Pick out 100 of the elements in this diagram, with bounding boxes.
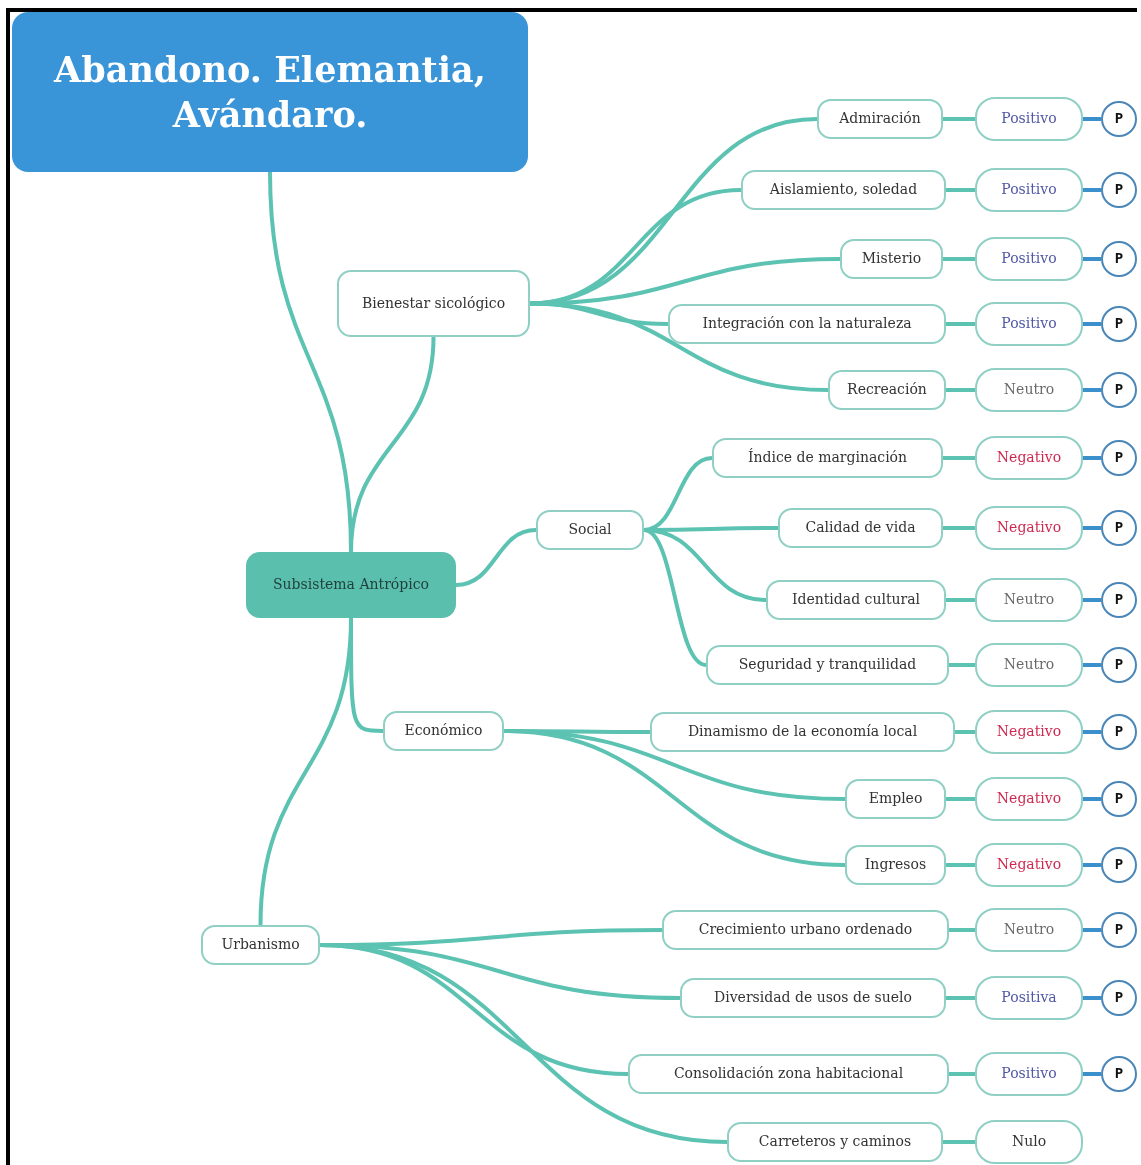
topic-box <box>778 508 943 548</box>
connector <box>949 663 975 667</box>
node-label: Negativo <box>996 856 1062 874</box>
node-label: Negativo <box>996 790 1062 808</box>
node-label: Identidad cultural <box>791 591 921 609</box>
topic-box <box>741 170 946 210</box>
rating-box <box>975 506 1083 550</box>
marker-letter: P <box>1114 790 1124 808</box>
node-label: Misterio <box>861 250 922 268</box>
marker-circle <box>1101 241 1137 277</box>
category-box <box>383 711 504 751</box>
rating-box <box>975 843 1083 887</box>
connector <box>949 928 975 932</box>
topic-box <box>845 845 946 885</box>
connector <box>943 257 975 261</box>
marker-circle <box>1101 582 1137 618</box>
connector <box>946 388 975 392</box>
connector <box>319 943 728 1144</box>
rating-box <box>975 302 1083 346</box>
node-label: Integración con la naturaleza <box>702 315 912 333</box>
connector <box>1083 117 1101 121</box>
central-topic-box <box>246 552 456 618</box>
rating-box <box>975 168 1083 212</box>
topic-box <box>680 978 946 1018</box>
node-label: Nulo <box>1011 1133 1047 1151</box>
topic-box <box>668 304 946 344</box>
marker-circle <box>1101 440 1137 476</box>
node-label: Positiva <box>1001 989 1057 1007</box>
node-label: Positivo <box>1001 181 1057 199</box>
marker-letter: P <box>1114 449 1124 467</box>
topic-box <box>727 1122 943 1162</box>
marker-letter: P <box>1114 723 1124 741</box>
node-label: Positivo <box>1001 1065 1057 1083</box>
marker-letter: P <box>1114 250 1124 268</box>
marker-letter: P <box>1114 110 1124 128</box>
connector <box>1083 1072 1101 1076</box>
node-label: Negativo <box>996 449 1062 467</box>
node-label: Ingresos <box>864 856 927 874</box>
marker-letter: P <box>1114 1065 1124 1083</box>
connector <box>949 1072 975 1076</box>
connector <box>943 456 975 460</box>
rating-box <box>975 97 1083 141</box>
connector <box>943 1140 975 1144</box>
marker-letter: P <box>1114 381 1124 399</box>
marker-circle <box>1101 372 1137 408</box>
node-label: Recreación <box>847 381 927 399</box>
rating-box <box>975 1120 1083 1164</box>
node-label: Índice de marginación <box>747 449 908 467</box>
topic-box <box>828 370 946 410</box>
node-label: Negativo <box>996 723 1062 741</box>
topic-box <box>650 712 955 752</box>
connector <box>946 996 975 1000</box>
marker-letter: P <box>1114 989 1124 1007</box>
node-label: Neutro <box>1003 591 1055 609</box>
connector <box>1083 388 1101 392</box>
marker-letter: P <box>1114 856 1124 874</box>
marker-circle <box>1101 647 1137 683</box>
topic-box <box>662 910 949 950</box>
connector <box>1083 996 1101 1000</box>
topic-box <box>845 779 946 819</box>
rating-box <box>975 643 1083 687</box>
connector <box>1083 598 1101 602</box>
node-label: Aislamiento, soledad <box>769 181 918 199</box>
connector <box>946 598 975 602</box>
rating-box <box>975 1052 1083 1096</box>
connector <box>946 322 975 326</box>
node-label: Negativo <box>996 519 1062 537</box>
connector <box>349 336 436 553</box>
connector <box>529 301 829 392</box>
connector <box>258 617 353 926</box>
node-label: Empleo <box>868 790 923 808</box>
category-box <box>201 925 320 965</box>
node-label: Bienestar sicológico <box>361 294 506 313</box>
node-label: Social <box>568 521 612 539</box>
connector <box>1083 456 1101 460</box>
topic-box <box>706 645 949 685</box>
marker-circle <box>1101 847 1137 883</box>
rating-box <box>975 578 1083 622</box>
marker-circle <box>1101 980 1137 1016</box>
connector <box>946 188 975 192</box>
marker-letter: P <box>1114 591 1124 609</box>
topic-box <box>712 438 943 478</box>
node-label: Seguridad y tranquilidad <box>738 656 917 674</box>
node-label: Positivo <box>1001 315 1057 333</box>
node-label: Subsistema Antrópico <box>273 576 429 594</box>
node-label: Admiración <box>839 110 921 128</box>
node-label: Dinamismo de la economía local <box>687 723 918 741</box>
node-label: Positivo <box>1001 250 1057 268</box>
connector <box>529 257 841 306</box>
topic-box <box>766 580 946 620</box>
category-box <box>536 510 644 550</box>
marker-letter: P <box>1114 921 1124 939</box>
marker-circle <box>1101 172 1137 208</box>
node-label: Carreteros y caminos <box>758 1133 912 1151</box>
rating-box <box>975 368 1083 412</box>
connector <box>455 528 537 587</box>
connector <box>1083 257 1101 261</box>
node-label: Neutro <box>1003 656 1055 674</box>
rating-box <box>975 976 1083 1020</box>
node-label: Económico <box>404 722 483 740</box>
